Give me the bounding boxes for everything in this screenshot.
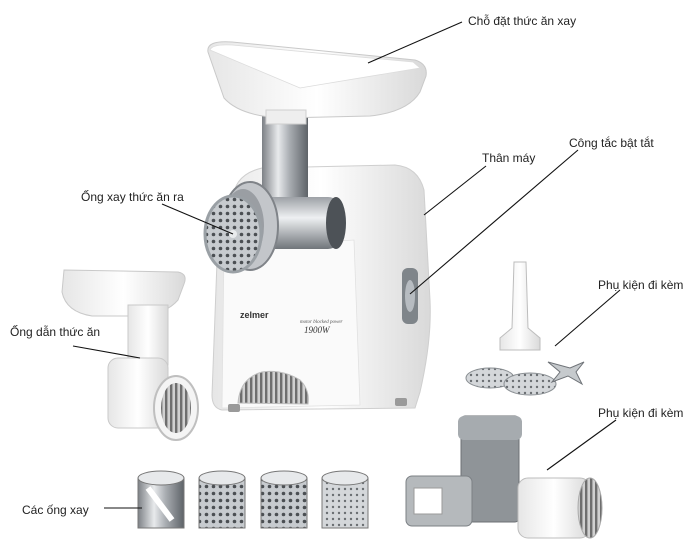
- cross-knife: [547, 361, 585, 386]
- drum-3: [260, 470, 308, 529]
- slicer-attachment: [61, 269, 199, 441]
- cutting-disc-2: [503, 372, 557, 396]
- leader-accessories-1: [554, 289, 621, 347]
- leader-switch: [409, 149, 579, 295]
- label-switch: Công tắc bật tắt: [569, 136, 654, 150]
- meat-grinder-main-unit: zelmer motor blocked power 1900W: [203, 41, 431, 412]
- label-drums: Các ống xay: [22, 503, 89, 517]
- leader-feed-tray: [367, 21, 463, 64]
- brand-logo: zelmer: [240, 310, 269, 320]
- vent-grille: [237, 370, 309, 405]
- model-line: motor blocked power: [300, 320, 343, 325]
- label-accessories-2: Phụ kiện đi kèm: [598, 406, 684, 420]
- label-feed-tray: Chỗ đặt thức ăn xay: [468, 14, 577, 28]
- foot-left: [228, 404, 240, 412]
- leader-input-tube: [72, 345, 141, 359]
- label-output-tube: Ống xay thức ăn ra: [81, 190, 184, 204]
- feed-tray-neck: [265, 109, 307, 125]
- label-accessories-1: Phụ kiện đi kèm: [598, 278, 684, 292]
- label-input-tube: Ống dẫn thức ăn: [10, 325, 101, 339]
- slicer-drum-inside: [161, 383, 191, 433]
- drum-2: [198, 470, 246, 529]
- label-body: Thân máy: [482, 151, 536, 165]
- leader-lines: [72, 21, 621, 509]
- drum-holder-window: [413, 487, 443, 515]
- white-drum-end: [577, 477, 603, 539]
- drum-1: [137, 470, 185, 529]
- sausage-nozzle: [499, 261, 541, 351]
- power-switch-knob: [405, 280, 415, 312]
- grinding-head-collar: [326, 197, 346, 249]
- leader-accessories-2: [546, 419, 617, 471]
- accessories-set-2: [405, 415, 603, 539]
- leader-body: [423, 165, 487, 216]
- power-rating: 1900W: [304, 325, 331, 335]
- drum-4: [321, 470, 369, 529]
- pusher-grey-top: [458, 416, 522, 440]
- foot-right: [395, 398, 407, 406]
- grater-drums: [137, 470, 369, 529]
- slicer-neck: [127, 304, 169, 366]
- leader-output-tube: [161, 203, 234, 235]
- accessories-set-1: [465, 261, 585, 396]
- feed-tray-rim: [209, 44, 421, 89]
